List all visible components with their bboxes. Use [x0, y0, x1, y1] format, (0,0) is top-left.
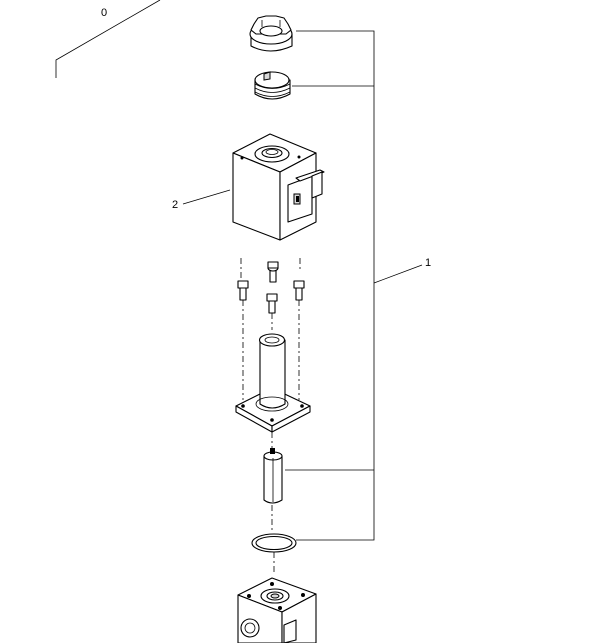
callout-2-group: 2 — [172, 189, 231, 211]
callout-2-label: 2 — [172, 199, 178, 211]
screw-top — [267, 261, 279, 283]
callout-0-group: 0 — [55, 0, 161, 78]
armature-tube — [235, 333, 311, 433]
screw-middle — [266, 293, 278, 314]
plunger — [263, 432, 283, 530]
callout-1-leader — [373, 264, 423, 284]
castellated-nut — [249, 15, 293, 52]
threaded-insert — [254, 71, 291, 100]
valve-body — [237, 577, 317, 643]
callout-1-label: 1 — [425, 257, 431, 269]
kit-bracket — [296, 30, 375, 541]
screw-left — [237, 280, 249, 301]
o-ring — [251, 533, 297, 575]
screw-right — [293, 280, 305, 301]
callout-2-leader — [182, 189, 231, 205]
solenoid-coil — [232, 133, 325, 241]
callout-0-leader — [55, 0, 161, 78]
callout-1-group: 1 — [285, 30, 431, 541]
callout-0-label: 0 — [101, 7, 107, 19]
screws — [237, 258, 305, 400]
